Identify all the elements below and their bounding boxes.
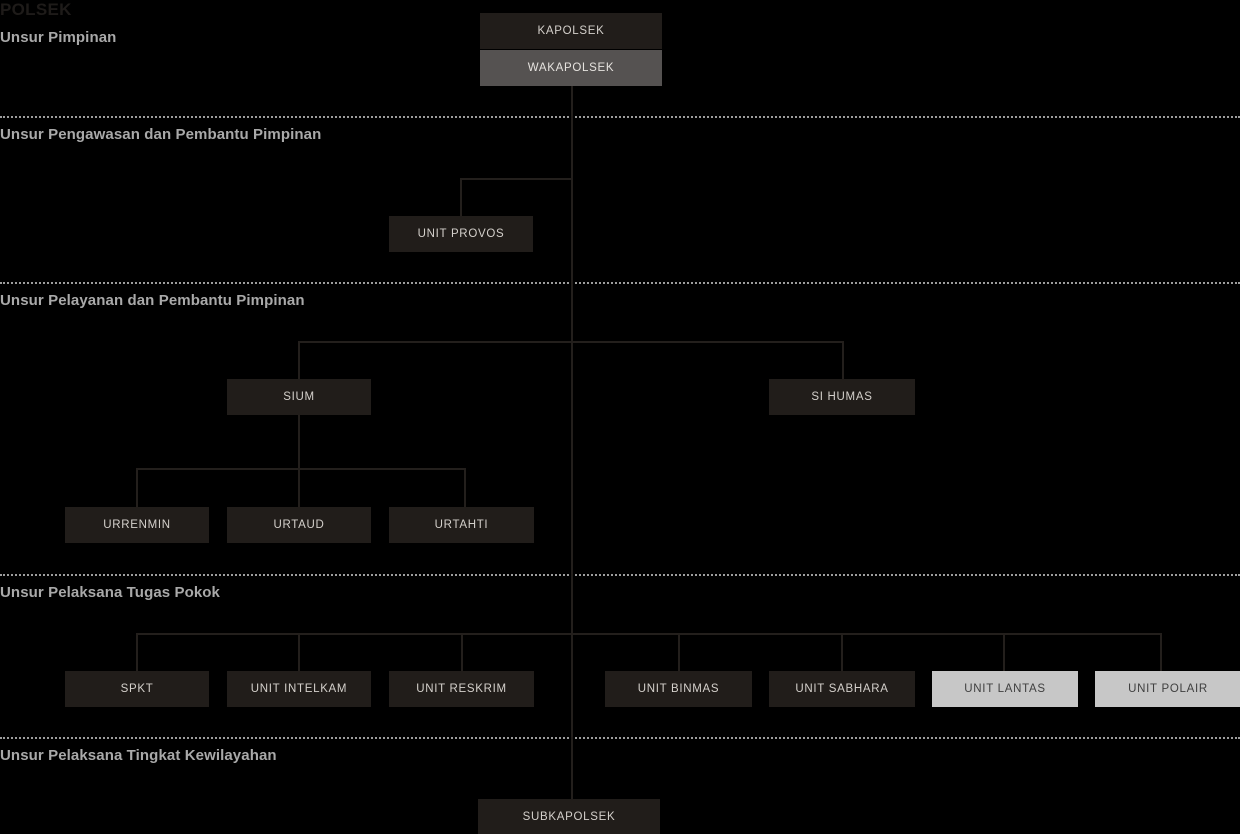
- connector-sihumas-drop: [842, 341, 844, 379]
- divider-pelayanan: [0, 282, 1240, 284]
- node-unit-sabhara[interactable]: UNIT SABHARA: [769, 671, 915, 707]
- section-label-unsur-pimpinan: Unsur Pimpinan: [0, 29, 117, 46]
- connector-main-spine: [571, 85, 573, 799]
- node-unit-polair[interactable]: UNIT POLAIR: [1095, 671, 1240, 707]
- node-urtaud[interactable]: URTAUD: [227, 507, 371, 543]
- node-wakapolsek[interactable]: WAKAPOLSEK: [480, 50, 662, 86]
- connector-lantas-drop: [1003, 633, 1005, 671]
- node-unit-binmas[interactable]: UNIT BINMAS: [605, 671, 752, 707]
- connector-intelkam-drop: [298, 633, 300, 671]
- connector-polair-drop: [1160, 633, 1162, 671]
- node-unit-provos[interactable]: UNIT PROVOS: [389, 216, 533, 252]
- section-label-unsur-kewilayahan: Unsur Pelaksana Tingkat Kewilayahan: [0, 747, 277, 764]
- connector-binmas-drop: [678, 633, 680, 671]
- connector-sium-drop: [298, 341, 300, 379]
- connector-provos-vertical: [460, 178, 462, 216]
- connector-sium-stem: [298, 415, 300, 468]
- node-unit-intelkam[interactable]: UNIT INTELKAM: [227, 671, 371, 707]
- divider-pengawasan: [0, 116, 1240, 118]
- node-spkt[interactable]: SPKT: [65, 671, 209, 707]
- node-subkapolsek[interactable]: SUBKAPOLSEK: [478, 799, 660, 834]
- connector-urrenmin-drop: [136, 468, 138, 507]
- connector-pelayanan-bus: [298, 341, 844, 343]
- connector-urtaud-drop: [298, 468, 300, 507]
- connector-pelaksana-bus: [136, 633, 1162, 635]
- node-si-humas[interactable]: SI HUMAS: [769, 379, 915, 415]
- node-unit-lantas[interactable]: UNIT LANTAS: [932, 671, 1078, 707]
- connector-reskrim-drop: [461, 633, 463, 671]
- node-urrenmin[interactable]: URRENMIN: [65, 507, 209, 543]
- connector-provos-horizontal: [460, 178, 572, 180]
- connector-spkt-drop: [136, 633, 138, 671]
- node-unit-reskrim[interactable]: UNIT RESKRIM: [389, 671, 534, 707]
- page-title: POLSEK: [0, 0, 72, 19]
- section-label-unsur-pelaksana: Unsur Pelaksana Tugas Pokok: [0, 584, 221, 601]
- section-label-unsur-pelayanan: Unsur Pelayanan dan Pembantu Pimpinan: [0, 292, 305, 309]
- divider-pelaksana: [0, 574, 1240, 576]
- section-label-unsur-pengawasan: Unsur Pengawasan dan Pembantu Pimpinan: [0, 126, 322, 143]
- node-kapolsek[interactable]: KAPOLSEK: [480, 13, 662, 49]
- connector-sabhara-drop: [841, 633, 843, 671]
- divider-kewilayahan: [0, 737, 1240, 739]
- connector-sium-children-bus: [136, 468, 466, 470]
- node-sium[interactable]: SIUM: [227, 379, 371, 415]
- node-urtahti[interactable]: URTAHTI: [389, 507, 534, 543]
- connector-urtahti-drop: [464, 468, 466, 507]
